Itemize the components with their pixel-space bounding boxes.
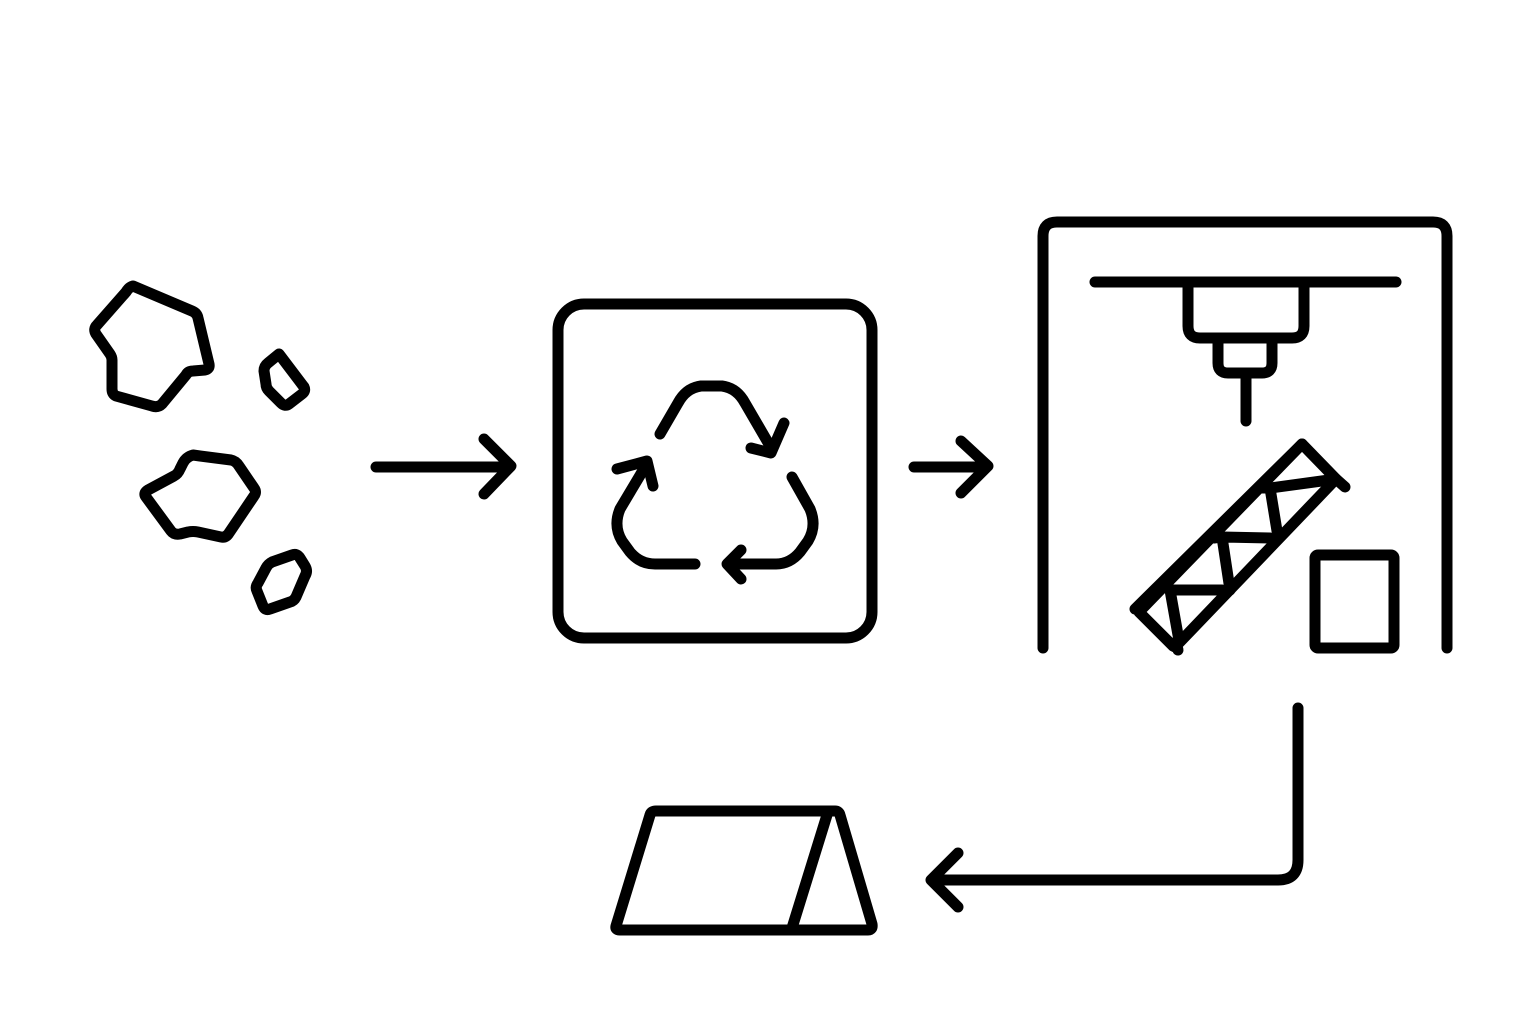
scrap-fragment-medium	[139, 449, 261, 543]
scrap-fragment-tiny	[250, 548, 312, 616]
recycle-icon	[611, 380, 819, 585]
scrap-fragments-icon	[89, 280, 312, 616]
arrow-right-icon	[908, 435, 994, 499]
scrap-fragment-small	[258, 348, 311, 411]
print-head	[1182, 280, 1310, 427]
tent-shelter-icon	[610, 805, 878, 936]
elbow-arrow-left-icon	[925, 702, 1304, 913]
printed-truss-beam	[1129, 438, 1351, 656]
recycling-box-frame	[552, 298, 878, 644]
recycling-box	[552, 298, 878, 644]
scrap-fragment-large	[89, 280, 215, 413]
printer-frame	[1037, 216, 1453, 654]
arrow-right-icon	[370, 433, 517, 500]
printed-block	[1309, 549, 1400, 654]
3d-printer-icon	[1037, 216, 1453, 656]
